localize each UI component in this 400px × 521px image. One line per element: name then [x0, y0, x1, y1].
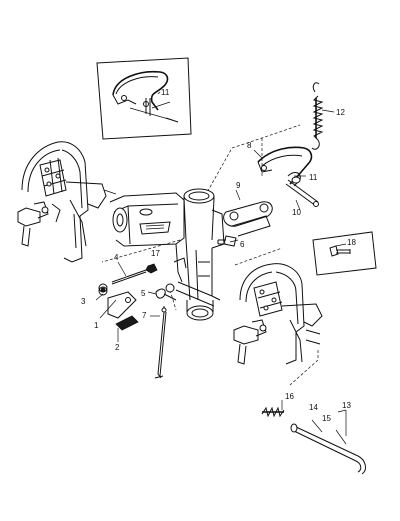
callout-15: 15 — [322, 414, 331, 423]
lower-right-screw-handle — [261, 406, 366, 475]
callout-16: 16 — [285, 392, 294, 401]
callout-1: 1 — [94, 321, 99, 330]
callout-2: 2 — [115, 343, 120, 352]
left-transom-bracket — [17, 141, 117, 263]
part-18-inset — [312, 231, 377, 276]
callout-17: 17 — [151, 249, 160, 258]
callout-9: 9 — [236, 181, 241, 190]
callout-11-inset: 11 — [161, 88, 170, 97]
part-12-spring — [311, 82, 324, 150]
swivel-bracket-housing — [109, 188, 225, 321]
callout-labels: 1 2 3 4 5 6 7 8 9 10 11 11 12 13 14 15 1… — [81, 88, 356, 423]
callout-5: 5 — [141, 289, 146, 298]
part-8-tilt-lever — [257, 146, 313, 187]
callout-7: 7 — [142, 311, 147, 320]
part-10-pin — [285, 179, 319, 207]
inset-box-bracket — [96, 57, 192, 140]
part-6-bolt — [217, 235, 237, 247]
lower-left-parts — [98, 263, 177, 379]
callout-18: 18 — [347, 238, 356, 247]
right-transom-bracket — [233, 263, 323, 365]
callout-3: 3 — [81, 297, 86, 306]
reference-lines — [101, 124, 319, 386]
callout-10: 10 — [292, 208, 301, 217]
callout-4: 4 — [114, 253, 119, 262]
leader-lines — [95, 91, 347, 413]
part-9-link-plate — [223, 201, 273, 237]
callout-6: 6 — [240, 240, 245, 249]
callout-12: 12 — [336, 108, 345, 117]
callout-14: 14 — [309, 403, 318, 412]
callout-11: 11 — [309, 173, 318, 182]
callout-13: 13 — [342, 401, 351, 410]
callout-8: 8 — [247, 141, 252, 150]
